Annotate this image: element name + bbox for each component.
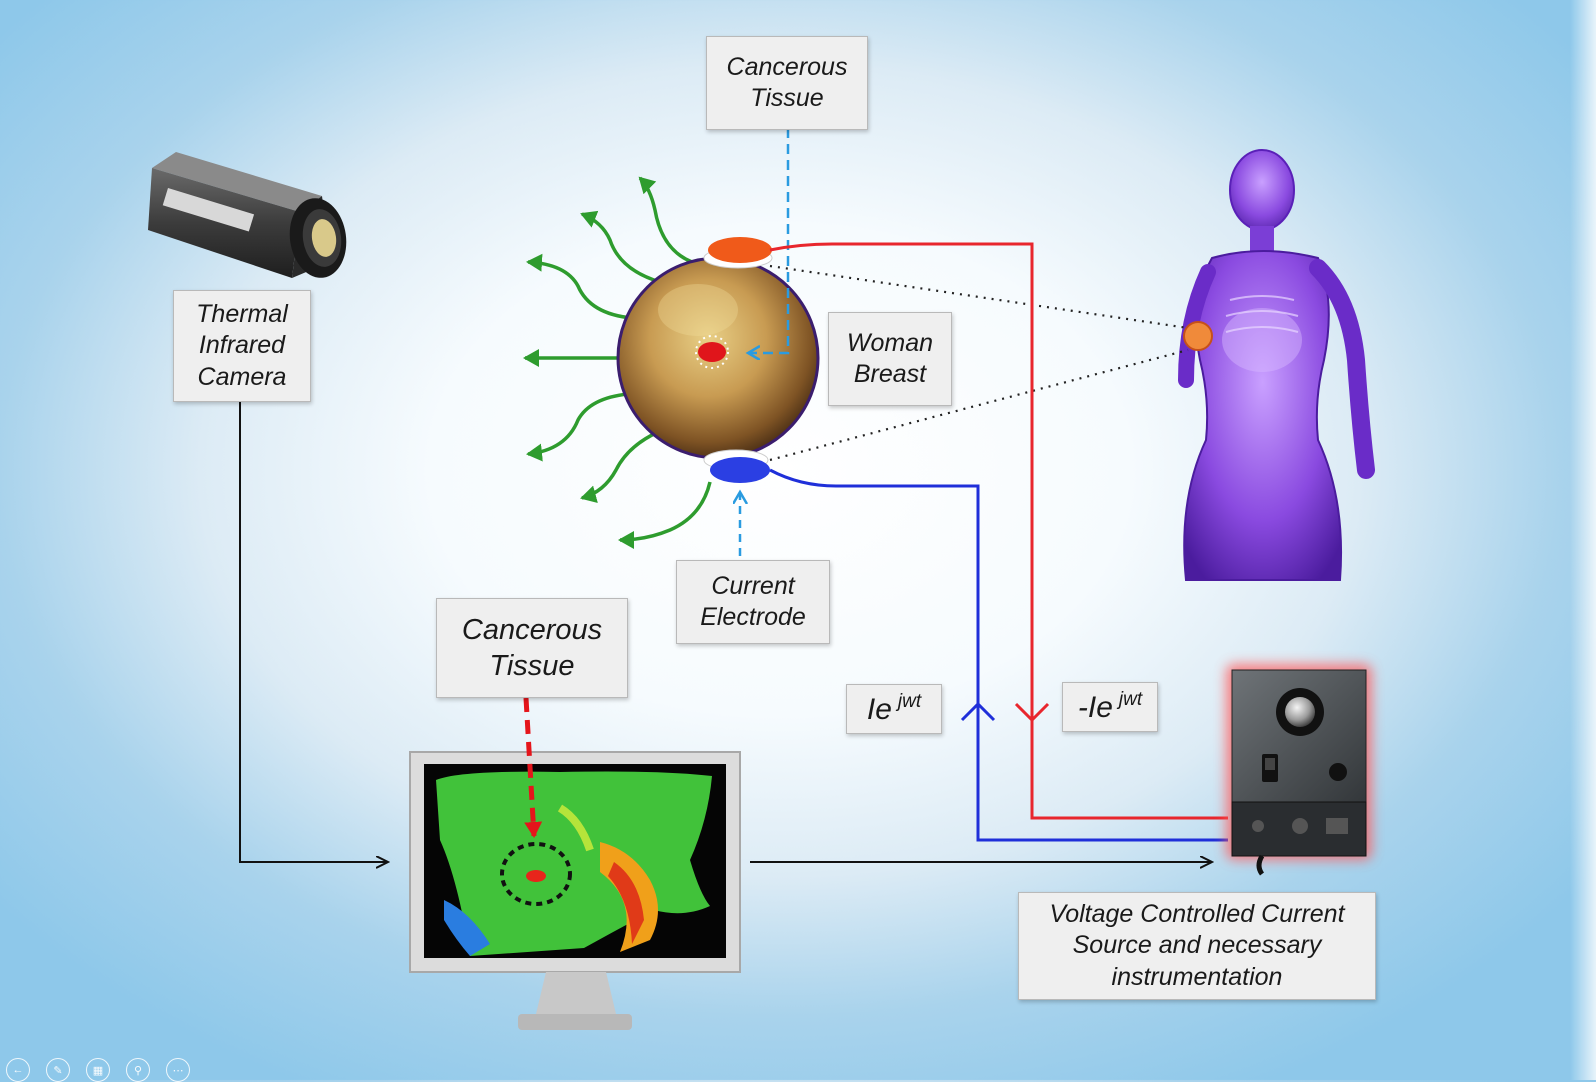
arrow-left-icon[interactable]: ← <box>6 1058 30 1082</box>
label-cancerous-tissue-top: Cancerous Tissue <box>706 36 868 130</box>
label-line: Breast <box>853 360 927 388</box>
zoom-icon[interactable]: ⚲ <box>126 1058 150 1082</box>
zoom-dotted-line-top <box>769 264 1189 330</box>
thermal-camera-icon <box>148 152 347 278</box>
pen-icon[interactable]: ✎ <box>46 1058 70 1082</box>
blue-current-arrow <box>960 701 996 722</box>
label-line: Cancerous <box>726 52 848 81</box>
tumor-pointer-line <box>748 128 790 353</box>
label-line: Electrode <box>700 603 806 631</box>
heat-arrow <box>638 176 693 264</box>
blue-wire <box>769 468 1228 842</box>
label-line: instrumentation <box>1111 962 1283 991</box>
red-current-arrow <box>1014 702 1050 723</box>
label-line: Voltage Controlled Current <box>1049 900 1345 929</box>
current-negative-base: -Ie <box>1077 690 1113 724</box>
heat-arrow <box>618 481 712 549</box>
heat-arrow <box>580 430 659 503</box>
label-woman-breast: Woman Breast <box>828 312 952 406</box>
woman-body-image <box>1178 149 1375 581</box>
zoom-dotted-line-bottom <box>769 348 1189 462</box>
heat-emission-arrows <box>523 176 712 549</box>
thermal-tumor-pointer <box>523 697 543 838</box>
label-line: Infrared <box>198 331 286 360</box>
current-negative-exp: jwt <box>1118 688 1143 710</box>
top-electrode <box>703 237 773 269</box>
current-positive-base: Ie <box>866 692 892 726</box>
monitor-image <box>409 751 741 1030</box>
label-line: Current <box>711 571 795 600</box>
label-current-electrode: Current Electrode <box>676 560 830 644</box>
label-line: Woman <box>846 328 934 357</box>
heat-arrow <box>526 253 633 320</box>
red-wire <box>769 242 1228 820</box>
label-line: Tissue <box>750 84 824 112</box>
slide-edge-fade <box>1570 0 1596 1080</box>
heat-arrow <box>580 210 661 284</box>
label-line: Source and necessary <box>1072 931 1322 960</box>
heat-arrow <box>526 392 629 462</box>
grid-icon[interactable]: ▦ <box>86 1058 110 1082</box>
presentation-toolbar: ← ✎ ▦ ⚲ ⋯ <box>6 1058 190 1082</box>
bottom-electrode <box>703 449 770 483</box>
label-current-source: Voltage Controlled Current Source and ne… <box>1018 892 1376 1000</box>
label-cancerous-tissue-bottom: Cancerous Tissue <box>436 598 628 698</box>
label-line: Thermal <box>196 300 288 329</box>
current-positive-exp: jwt <box>897 690 922 712</box>
label-thermal-camera: Thermal Infrared Camera <box>173 290 311 402</box>
label-line: Camera <box>197 362 287 391</box>
label-line: Tissue <box>489 650 575 682</box>
camera-to-monitor-line <box>239 402 388 862</box>
current-source-device <box>1226 664 1372 876</box>
menu-icon[interactable]: ⋯ <box>166 1058 190 1082</box>
label-line: Cancerous <box>461 613 603 646</box>
